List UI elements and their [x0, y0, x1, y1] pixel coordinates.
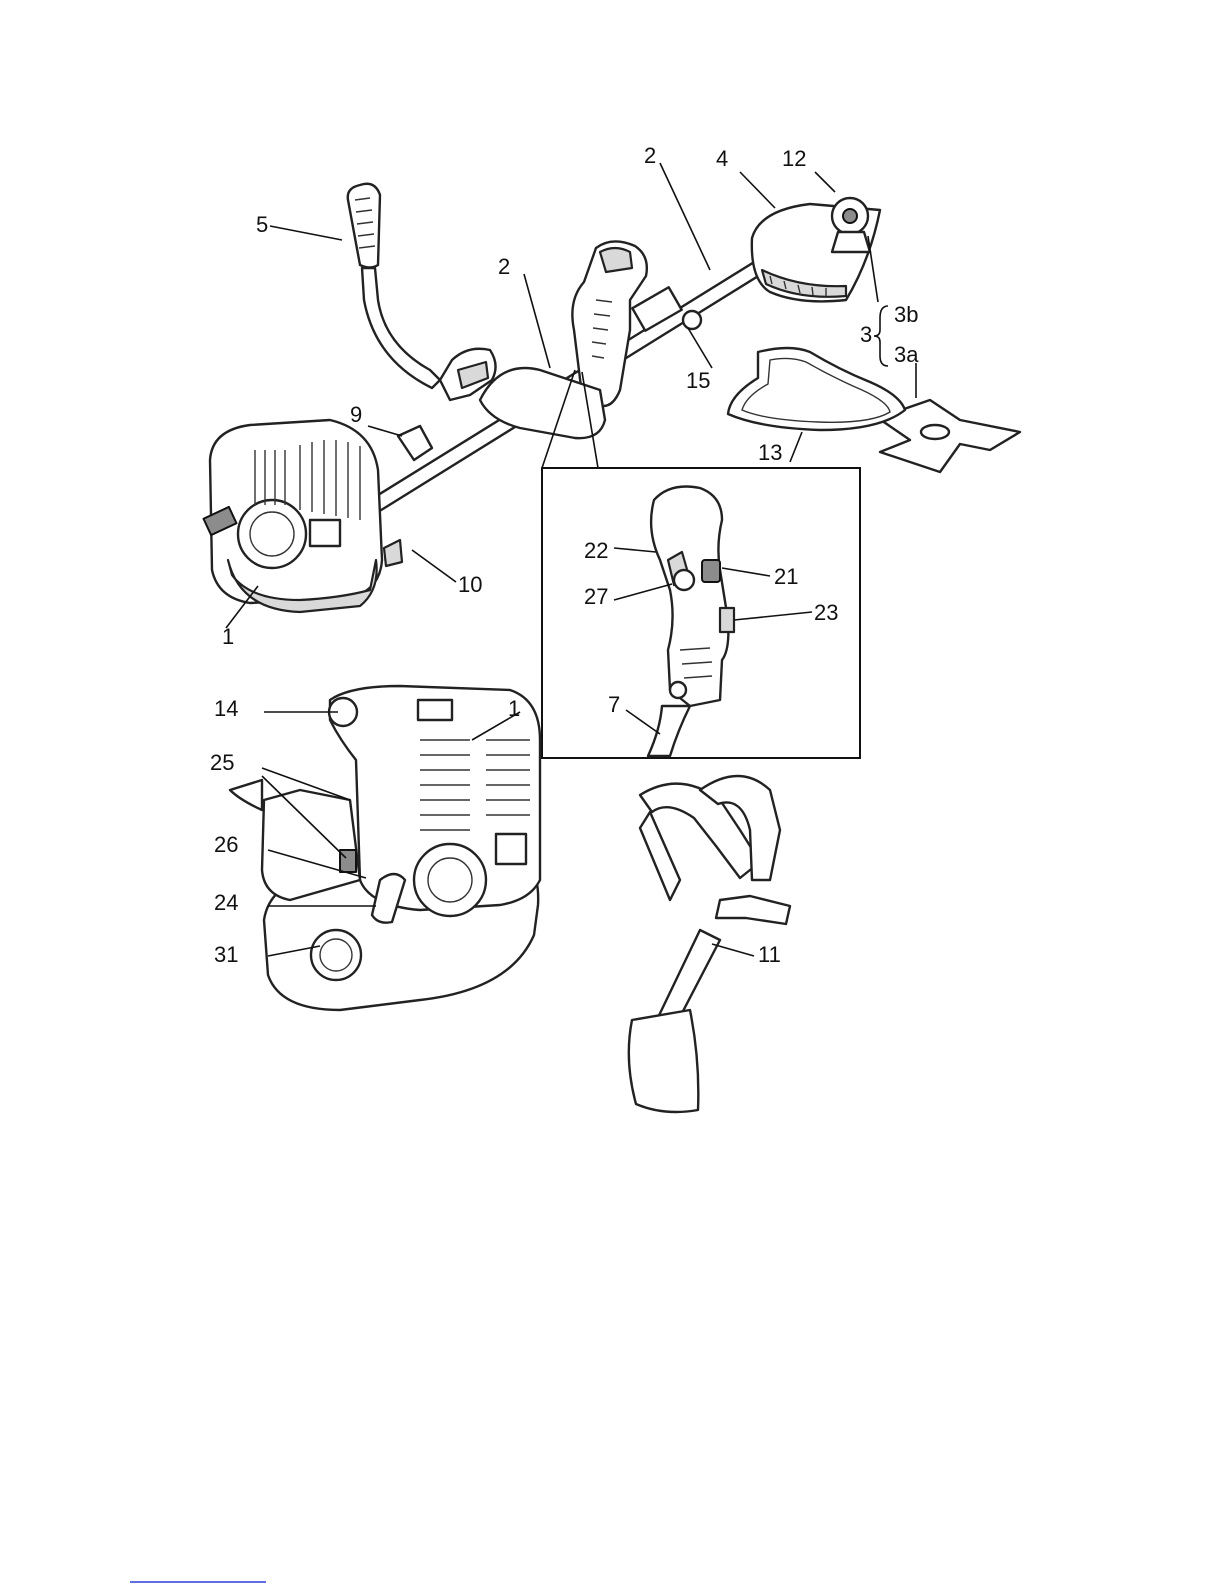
callout-27: 27	[584, 584, 608, 609]
stop-switch	[702, 560, 720, 582]
bike-handle	[348, 184, 496, 400]
engine-unit	[204, 420, 402, 612]
callout-3: 3	[860, 322, 872, 347]
choke-lever	[340, 850, 356, 872]
callout-1-top: 1	[222, 624, 234, 649]
callout-3b: 3b	[894, 302, 918, 327]
callout-4: 4	[716, 146, 728, 171]
callout-13: 13	[758, 440, 782, 465]
throttle-trigger	[720, 608, 734, 632]
callout-2-mid: 2	[498, 254, 510, 279]
callout-26: 26	[214, 832, 238, 857]
callout-25: 25	[210, 750, 234, 775]
callout-12: 12	[782, 146, 806, 171]
callout-3a: 3a	[894, 342, 919, 367]
gear-head	[832, 198, 870, 252]
callout-22: 22	[584, 538, 608, 563]
throttle-detail	[648, 487, 734, 757]
callout-1-engine: 1	[508, 696, 520, 721]
callout-11: 11	[758, 942, 781, 967]
callout-9: 9	[350, 402, 362, 427]
group-bracket-3	[874, 306, 888, 366]
fuel-tank-cap	[311, 930, 361, 980]
callout-10: 10	[458, 572, 482, 597]
callout-15: 15	[686, 368, 710, 393]
harness-hook	[398, 426, 432, 460]
callout-31: 31	[214, 942, 238, 967]
throttle-lock	[674, 570, 694, 590]
callout-7: 7	[608, 692, 620, 717]
callout-21: 21	[774, 564, 798, 589]
callout-24: 24	[214, 890, 238, 915]
guard-extension	[728, 348, 905, 430]
callout-5: 5	[256, 212, 268, 237]
callout-2-right: 2	[644, 143, 656, 168]
engine-closeup	[230, 686, 540, 1010]
callout-23: 23	[814, 600, 838, 625]
callout-14: 14	[214, 696, 238, 721]
